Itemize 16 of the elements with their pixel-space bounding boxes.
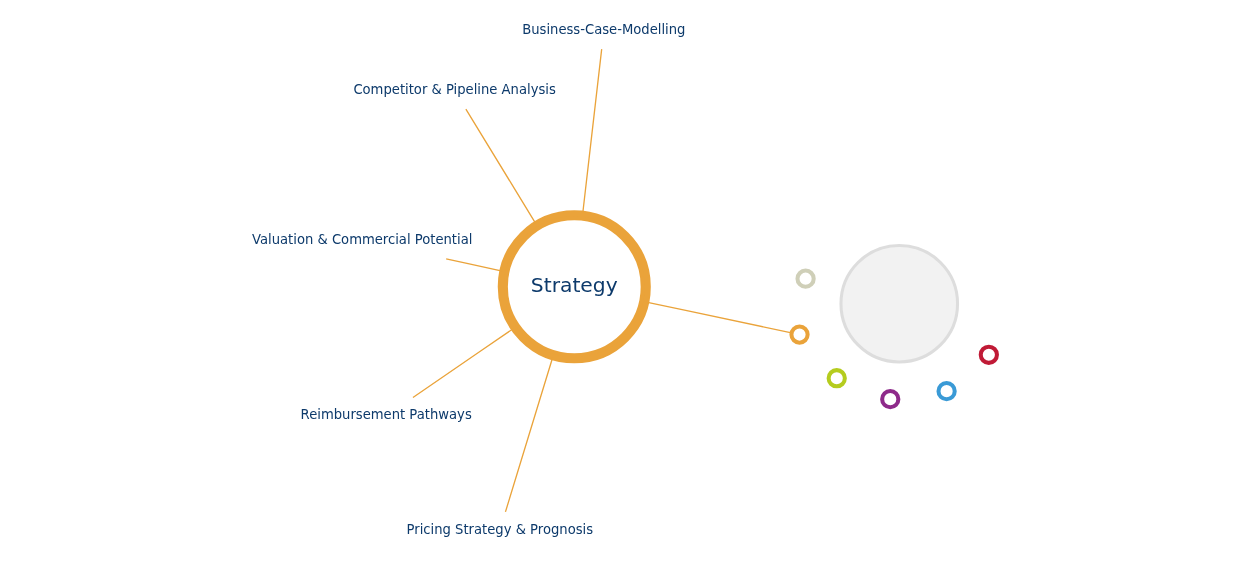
connector — [412, 327, 515, 399]
node-circle — [789, 324, 810, 345]
node-text: Valuation & Commercial Potential — [251, 231, 473, 247]
node-text: Competitor & Pipeline Analysis — [353, 82, 556, 98]
node-text: Reimbursement Pathways — [300, 407, 472, 423]
node-circle — [936, 381, 957, 402]
node-circle — [839, 243, 960, 364]
node-circle — [978, 344, 999, 365]
node-text: Business-Case-Modelling — [522, 22, 686, 38]
node-circle: Strategy — [497, 210, 651, 364]
node-circle — [795, 268, 816, 289]
connector — [445, 258, 503, 272]
connector — [465, 108, 537, 225]
node-circle — [826, 368, 847, 389]
node-text: Pricing Strategy & Prognosis — [406, 521, 594, 537]
node-circle — [880, 389, 901, 410]
